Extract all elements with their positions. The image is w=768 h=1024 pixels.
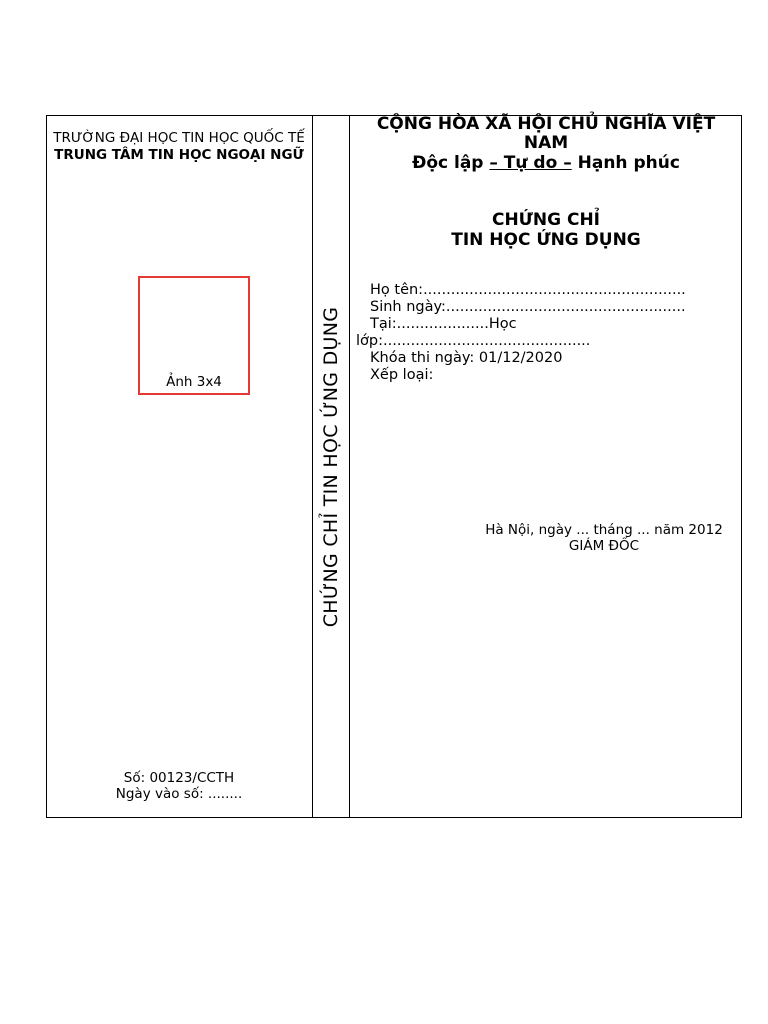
entry-date: Ngày vào số: ........ bbox=[115, 786, 243, 802]
issuer-header: TRƯỜNG ĐẠI HỌC TIN HỌC QUỐC TẾ TRUNG TÂM… bbox=[52, 131, 306, 163]
field-place-class: Tại:....................Học lớp:........… bbox=[356, 316, 591, 349]
motto-happiness: Hạnh phúc bbox=[577, 153, 680, 173]
signer-title: GIÁM ĐỐC bbox=[568, 538, 640, 554]
field-name: Họ tên:.................................… bbox=[370, 282, 686, 298]
national-motto: Độc lập – Tự do – Hạnh phúc bbox=[352, 154, 740, 173]
certificate-title: CHỨNG CHỈ TIN HỌC ỨNG DỤNG bbox=[352, 210, 740, 250]
field-exam-date: Khóa thi ngày: 01/12/2020 bbox=[370, 350, 563, 366]
motto-freedom: – Tự do – bbox=[489, 153, 572, 173]
photo-label: Ảnh 3x4 bbox=[166, 374, 222, 390]
serial-number: Số: 00123/CCTH bbox=[123, 770, 235, 786]
recipient-fields: Họ tên:.................................… bbox=[356, 282, 736, 384]
title-line-1: CHỨNG CHỈ bbox=[491, 210, 601, 230]
spine-title: CHỨNG CHỈ TIN HỌC ỨNG DỤNG bbox=[320, 306, 342, 628]
registry-info: Số: 00123/CCTH Ngày vào số: ........ bbox=[52, 770, 306, 802]
place-date: Hà Nội, ngày ... tháng ... năm 2012 bbox=[485, 522, 723, 538]
field-grade: Xếp loại: bbox=[370, 367, 434, 383]
center-name: TRUNG TÂM TIN HỌC NGOẠI NGỮ bbox=[54, 147, 304, 163]
motto-independence: Độc lập bbox=[412, 153, 484, 173]
national-header: CỘNG HÒA XÃ HỘI CHỦ NGHĨA VIỆT NAM Độc l… bbox=[352, 115, 740, 173]
title-line-2: TIN HỌC ỨNG DỤNG bbox=[451, 230, 641, 250]
field-dob: Sinh ngày:..............................… bbox=[370, 299, 686, 315]
spine-panel bbox=[312, 115, 350, 818]
signature-block: Hà Nội, ngày ... tháng ... năm 2012 GIÁM… bbox=[470, 522, 738, 554]
country-name: CỘNG HÒA XÃ HỘI CHỦ NGHĨA VIỆT NAM bbox=[376, 114, 716, 153]
left-panel bbox=[46, 115, 313, 818]
school-name: TRƯỜNG ĐẠI HỌC TIN HỌC QUỐC TẾ bbox=[53, 130, 305, 146]
photo-placeholder: Ảnh 3x4 bbox=[138, 276, 250, 395]
certificate-frame bbox=[46, 115, 742, 818]
